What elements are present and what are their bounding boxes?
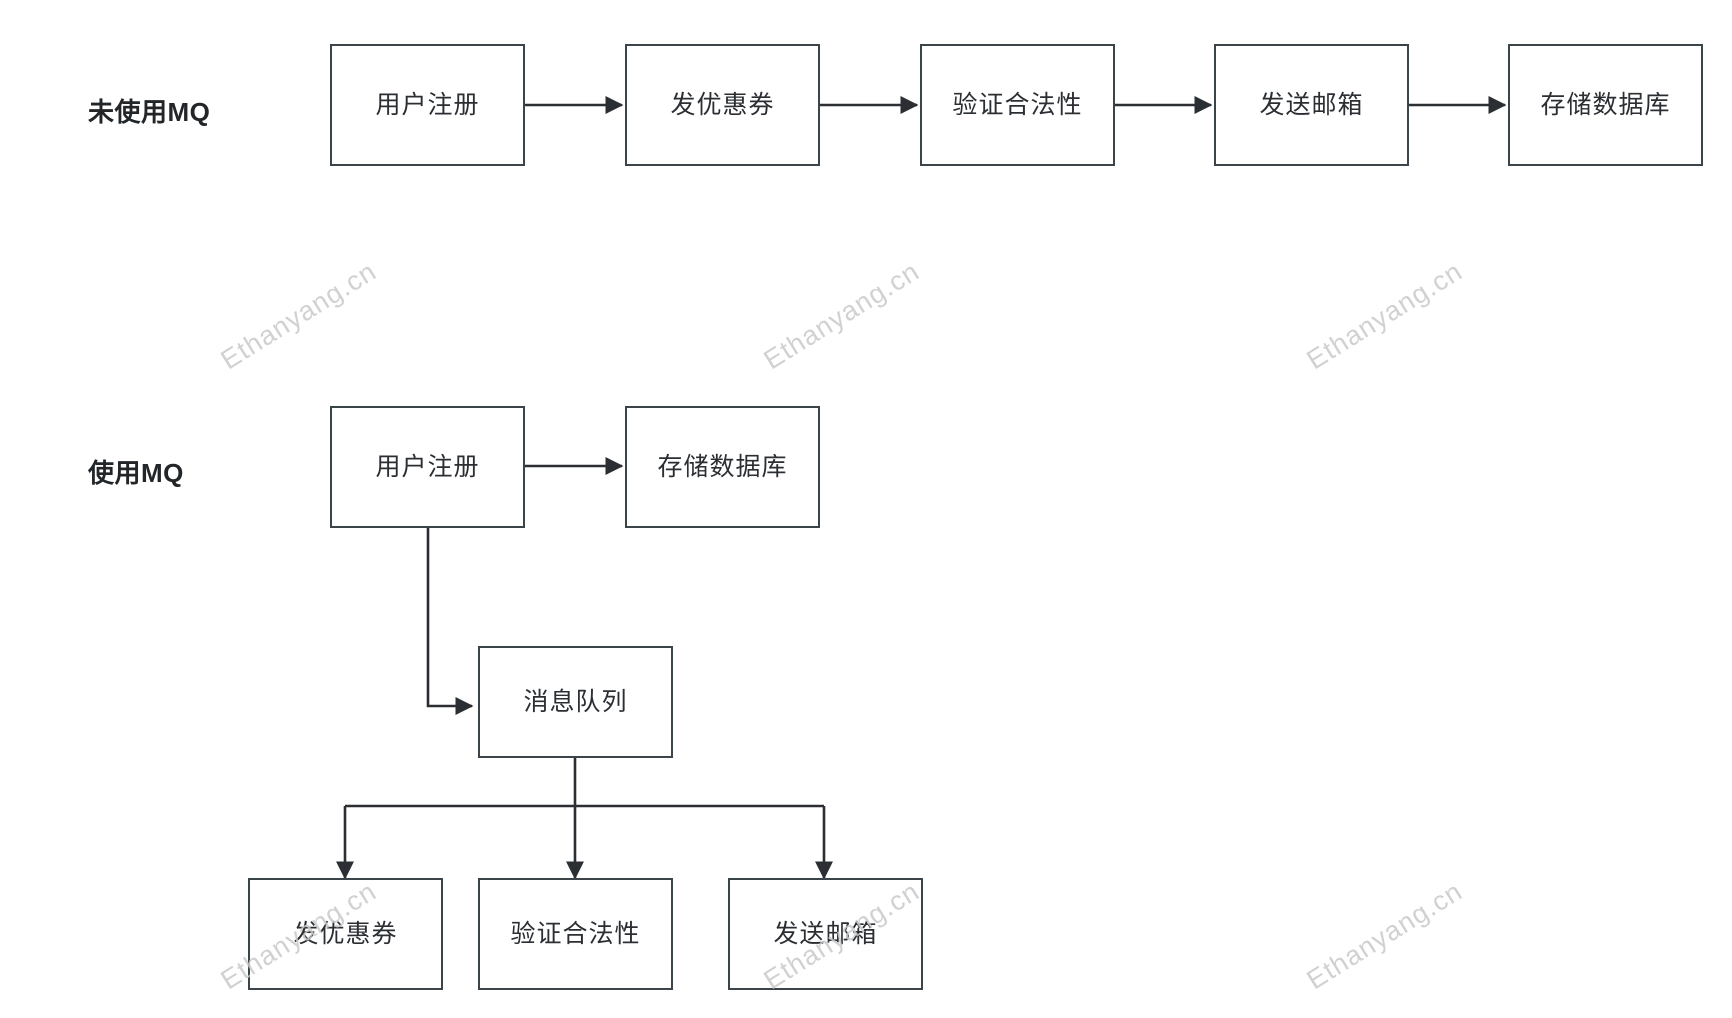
node-send-coupon-bottom[interactable]: 发优惠券 [248,878,443,990]
node-message-queue[interactable]: 消息队列 [478,646,673,758]
edge-b1-b3 [426,528,474,716]
node-label: 消息队列 [523,687,628,716]
node-store-database-bottom[interactable]: 存储数据库 [625,406,820,528]
node-send-coupon-top[interactable]: 发优惠券 [625,44,820,166]
node-label: 存储数据库 [657,452,788,481]
node-label: 发送邮箱 [773,919,878,948]
node-user-register-bottom[interactable]: 用户注册 [330,406,525,528]
node-label: 验证合法性 [952,90,1083,119]
node-label: 发送邮箱 [1259,90,1364,119]
node-user-register-top[interactable]: 用户注册 [330,44,525,166]
node-label: 用户注册 [375,452,480,481]
node-store-database-top[interactable]: 存储数据库 [1508,44,1703,166]
node-label: 用户注册 [375,90,480,119]
section-label-with-mq: 使用MQ [88,458,184,488]
node-send-email-top[interactable]: 发送邮箱 [1214,44,1409,166]
node-label: 验证合法性 [510,919,641,948]
node-validate-legality-top[interactable]: 验证合法性 [920,44,1115,166]
node-send-email-bottom[interactable]: 发送邮箱 [728,878,923,990]
node-label: 发优惠券 [293,919,398,948]
section-label-without-mq: 未使用MQ [88,97,211,127]
node-label: 存储数据库 [1540,90,1671,119]
node-label: 发优惠券 [670,90,775,119]
node-validate-legality-bottom[interactable]: 验证合法性 [478,878,673,990]
